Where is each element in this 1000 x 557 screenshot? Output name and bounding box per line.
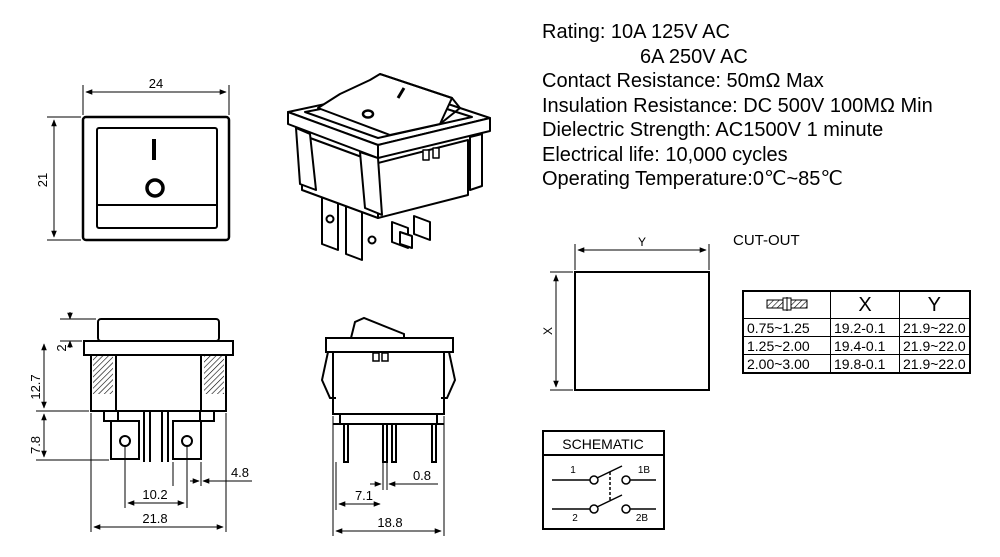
end-dim-7-1: 7.1 xyxy=(355,488,373,503)
table-cell-x: 19.2-0.1 xyxy=(830,318,900,337)
table-cell-x: 19.4-0.1 xyxy=(830,336,900,355)
end-view xyxy=(320,316,457,536)
schematic-t2: 2 xyxy=(572,513,578,524)
cutout-x-label: X xyxy=(541,327,555,335)
specifications: Rating: 10A 125V AC 6A 250V AC Contact R… xyxy=(542,20,933,192)
front-width-dim: 24 xyxy=(149,76,163,91)
isometric-view xyxy=(287,73,491,261)
table-header-row: X Y xyxy=(742,290,971,319)
table-row: 0.75~1.25 19.2-0.1 21.9~22.0 xyxy=(742,318,971,337)
table-header-x: X xyxy=(830,290,900,319)
table-cell-y: 21.9~22.0 xyxy=(898,354,971,374)
spec-dielectric-strength: Dielectric Strength: AC1500V 1 minute xyxy=(542,119,884,141)
table-cell-y: 21.9~22.0 xyxy=(898,336,971,355)
panel-section-icon xyxy=(766,296,808,311)
schematic-title: SCHEMATIC xyxy=(562,436,643,452)
cutout-title: CUT-OUT xyxy=(733,232,800,249)
end-dim-0-8: 0.8 xyxy=(413,468,431,483)
spec-contact-resistance: Contact Resistance: 50mΩ Max xyxy=(542,70,824,92)
spec-insulation-resistance: Insulation Resistance: DC 500V 100MΩ Min xyxy=(542,94,933,117)
side-dim-21-8: 21.8 xyxy=(142,511,167,526)
table-cell-x: 19.8-0.1 xyxy=(830,354,900,374)
side-dim-12-7: 12.7 xyxy=(28,374,43,399)
table-cell-thickness: 1.25~2.00 xyxy=(742,336,831,355)
table-cell-thickness: 2.00~3.00 xyxy=(742,354,831,374)
spec-electrical-life: Electrical life: 10,000 cycles xyxy=(542,143,788,166)
front-height-dim: 21 xyxy=(35,173,50,187)
side-dim-7-8: 7.8 xyxy=(28,436,43,454)
end-dim-18-8: 18.8 xyxy=(377,515,402,530)
schematic-t2b: 2B xyxy=(636,513,649,524)
spec-rating: Rating: 10A 125V AC xyxy=(542,21,730,43)
side-view xyxy=(36,312,252,532)
table-row: 1.25~2.00 19.4-0.1 21.9~22.0 xyxy=(742,336,971,355)
table-row: 2.00~3.00 19.8-0.1 21.9~22.0 xyxy=(742,354,971,374)
table-cell-thickness: 0.75~1.25 xyxy=(742,318,831,337)
spec-operating-temperature: Operating Temperature:0℃~85℃ xyxy=(542,168,843,190)
table-header-y: Y xyxy=(898,290,971,319)
panel-thickness-header xyxy=(742,290,831,319)
side-dim-2: 2 xyxy=(54,344,69,351)
cutout-y-label: Y xyxy=(638,235,646,249)
table-cell-y: 21.9~22.0 xyxy=(898,318,971,337)
cutout-drawing xyxy=(550,244,710,391)
side-dim-10-2: 10.2 xyxy=(142,487,167,502)
spec-rating-2: 6A 250V AC xyxy=(640,45,748,68)
cutout-table: X Y 0.75~1.25 19.2-0.1 21.9~22.0 1.25~2.… xyxy=(742,290,971,374)
schematic xyxy=(542,430,665,530)
schematic-t1: 1 xyxy=(570,465,576,476)
schematic-t1b: 1B xyxy=(638,465,651,476)
side-dim-4-8: 4.8 xyxy=(231,465,249,480)
front-view xyxy=(47,85,231,242)
